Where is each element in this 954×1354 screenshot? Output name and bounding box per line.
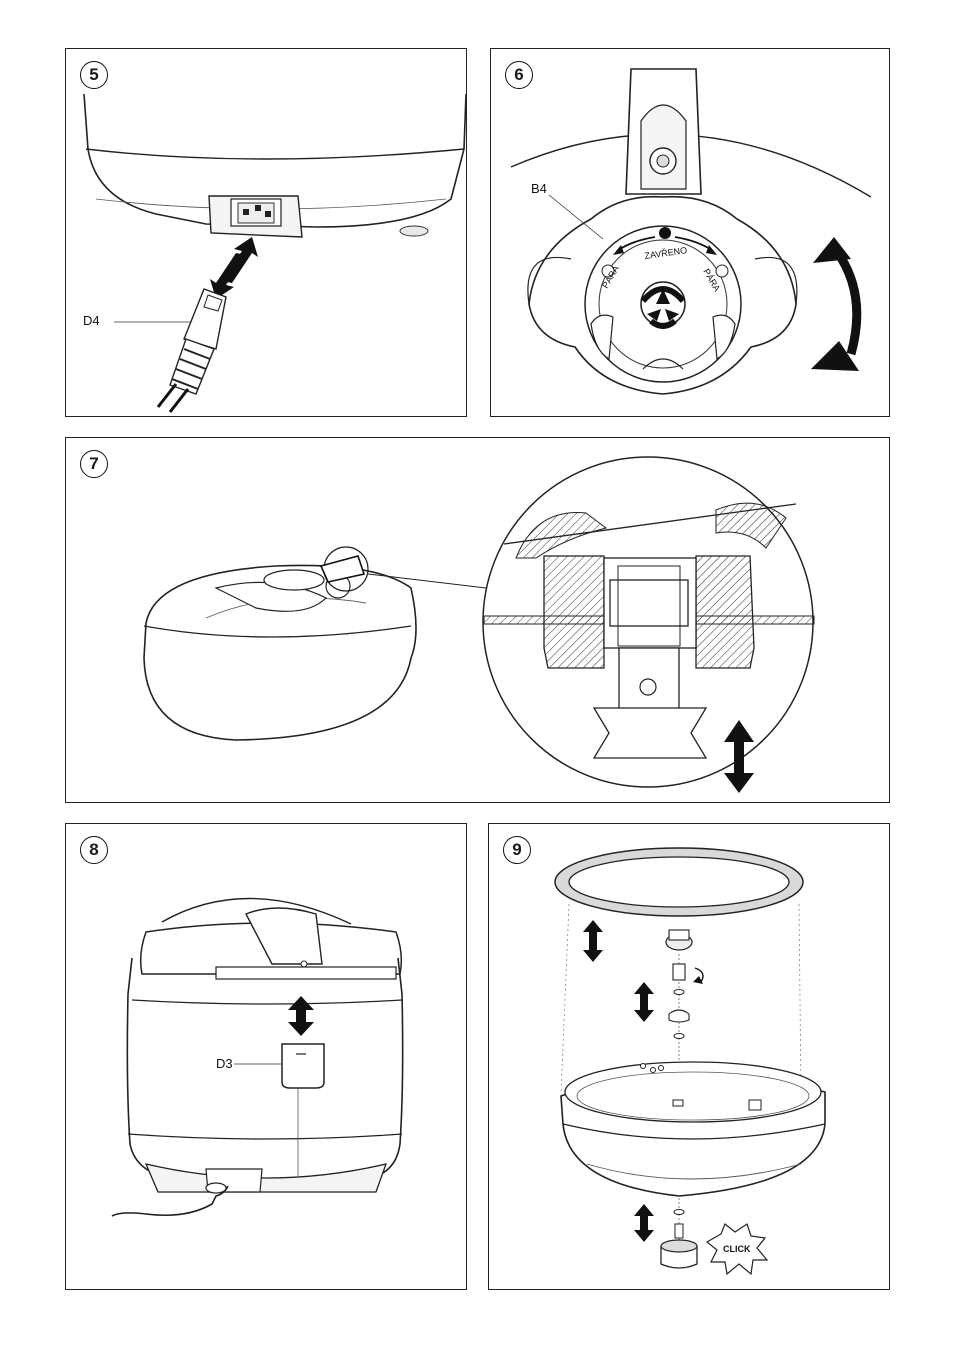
rotate-arrow-icon [811,237,859,371]
step-number: 5 [80,61,108,89]
power-plug-icon [158,289,226,412]
panel-step-6: ZAVŘENO PÁRA PÁRA 6 B4 [490,48,890,417]
click-label: CLICK [723,1244,751,1254]
insert-arrow-icon [210,237,258,299]
panel-step-5: 5 D4 [65,48,467,417]
callout-label: B4 [531,181,547,196]
step-number: 7 [80,450,108,478]
callout-label: D4 [83,313,100,328]
gasket-valve-assembly-illustration: CLICK [489,824,890,1290]
step-number: 9 [503,836,531,864]
panel-step-7: 7 [65,437,890,803]
panel-step-9: CLICK 9 [488,823,890,1290]
click-burst-icon: CLICK [707,1224,767,1274]
panel-step-8: 8 D3 [65,823,467,1290]
power-socket-illustration [66,49,467,417]
lid-valve-dial-illustration: ZAVŘENO PÁRA PÁRA [491,49,890,417]
lid-cross-section-illustration [66,438,890,803]
up-down-arrow-icon [288,996,314,1036]
callout-label: D3 [216,1056,233,1071]
step-number: 6 [505,61,533,89]
cooker-front-illustration [66,824,467,1290]
step-number: 8 [80,836,108,864]
